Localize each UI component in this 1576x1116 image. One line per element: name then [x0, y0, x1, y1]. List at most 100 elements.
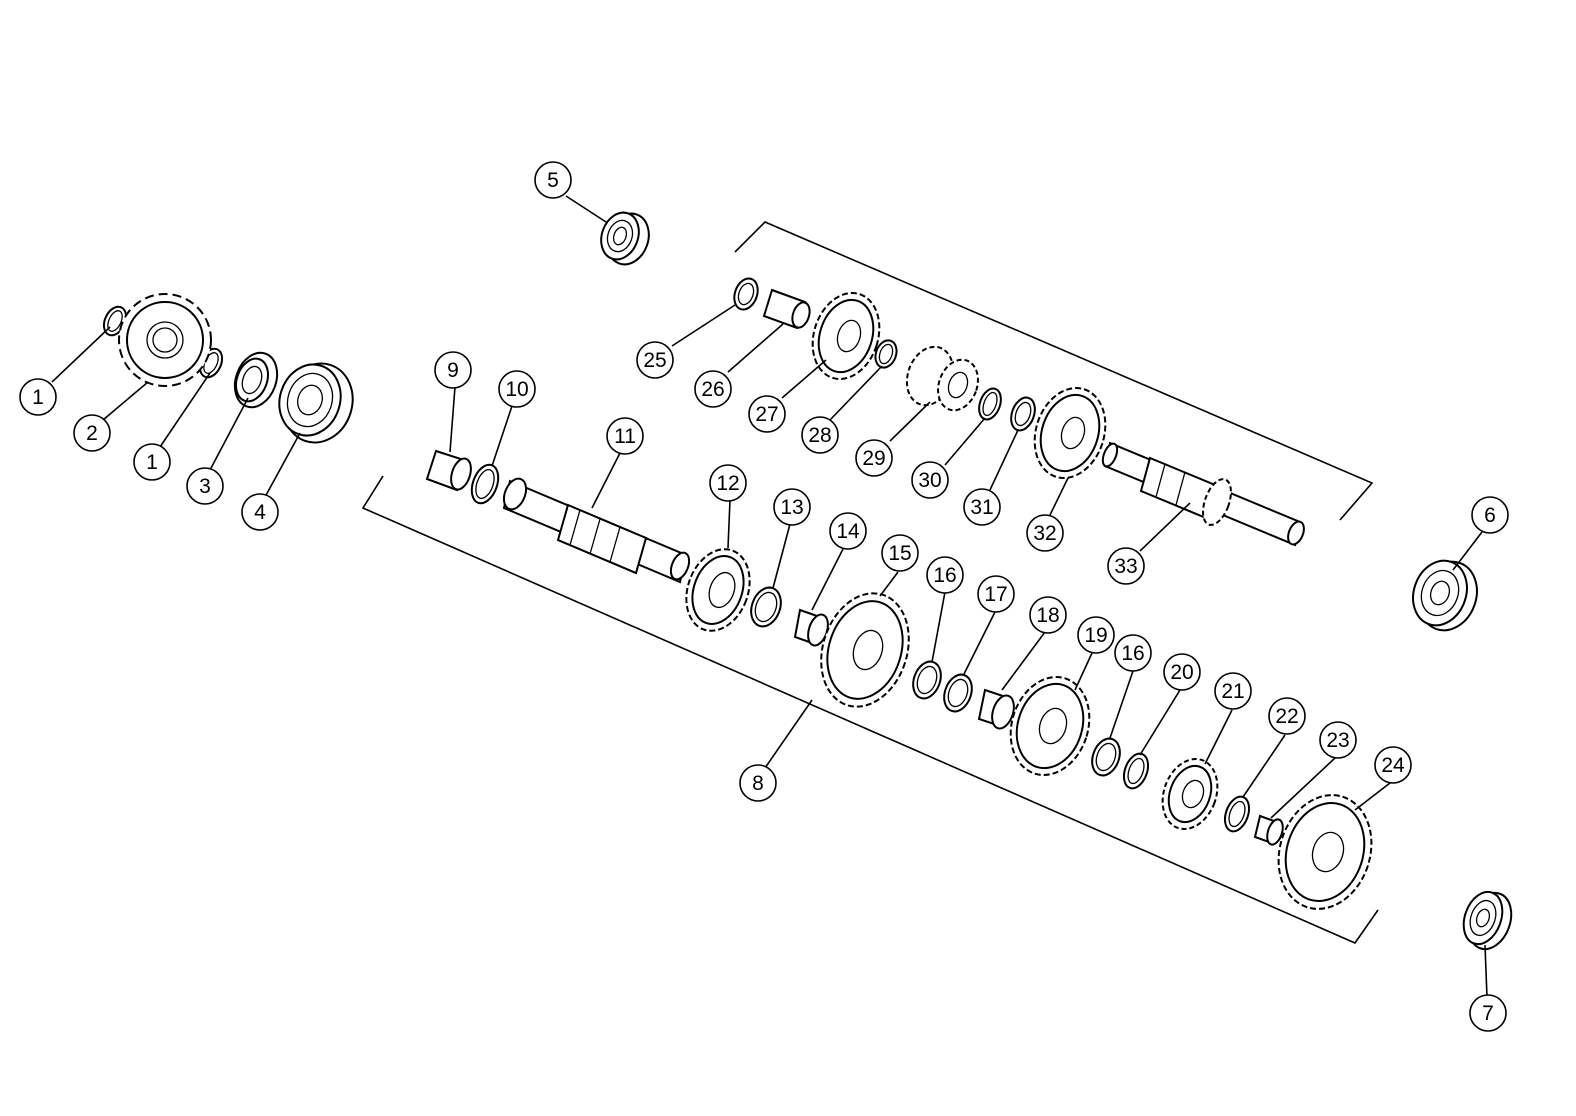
- callout-circle: [773, 488, 811, 526]
- callout-circle: [926, 556, 964, 594]
- circlip-part: [1122, 752, 1150, 790]
- callout-circle: [1319, 721, 1357, 759]
- callout-bubble: 4: [241, 493, 279, 531]
- gear-part: [905, 345, 979, 412]
- callout-label: 13: [780, 496, 803, 519]
- callout-label: 5: [547, 169, 559, 192]
- callout-circle: [977, 575, 1015, 613]
- callout-label: 30: [918, 469, 941, 492]
- callout-bubble: 3: [186, 467, 224, 505]
- callout-circle: [1114, 634, 1152, 672]
- callout-bubble: 11: [606, 417, 644, 455]
- callout-circle: [855, 439, 893, 477]
- gear-part: [1161, 758, 1219, 830]
- callout-bubble: 1: [133, 443, 171, 481]
- callout-circle: [881, 534, 919, 572]
- leader-lines: [51, 195, 1488, 998]
- callout-circle: [963, 488, 1001, 526]
- callout-circle: [186, 467, 224, 505]
- callout-bubble: 28: [801, 416, 839, 454]
- bushing-part: [977, 688, 1015, 730]
- callout-bubble: 20: [1163, 653, 1201, 691]
- callout-bubbles: 1213456789101112131415161718191620212223…: [19, 161, 1509, 1032]
- callout-bubble: 2: [73, 414, 111, 452]
- callout-label: 22: [1275, 705, 1298, 728]
- callout-bubble: 14: [829, 512, 867, 550]
- callout-circle: [1163, 653, 1201, 691]
- group-bracket-upper: [734, 221, 1374, 521]
- bearing-part: [1412, 559, 1478, 632]
- callout-circle: [636, 341, 674, 379]
- gear-part: [811, 292, 881, 380]
- gear-part: [1277, 794, 1373, 910]
- callout-label: 27: [755, 403, 778, 426]
- callout-bubble: 18: [1029, 596, 1067, 634]
- callout-circle: [1077, 616, 1115, 654]
- callout-circle: [241, 493, 279, 531]
- countershaft-part: [1101, 441, 1305, 547]
- circlip-part: [978, 387, 1002, 421]
- callout-label: 25: [643, 349, 666, 372]
- callout-label: 15: [888, 542, 911, 565]
- gear-part: [820, 592, 910, 708]
- callout-circle: [748, 395, 786, 433]
- callout-label: 9: [447, 359, 459, 382]
- group-bracket-lower: [361, 475, 1379, 944]
- callout-bubble: 5: [534, 161, 572, 199]
- callout-label: 16: [933, 564, 956, 587]
- callout-label: 29: [862, 447, 885, 470]
- callout-label: 14: [836, 520, 860, 543]
- callout-bubble: 24: [1374, 746, 1412, 784]
- callout-label: 8: [752, 772, 764, 795]
- callout-bubble: 25: [636, 341, 674, 379]
- oil-seal-part: [233, 351, 279, 409]
- callout-bubble: 29: [855, 439, 893, 477]
- callout-circle: [694, 370, 732, 408]
- callout-circle: [709, 464, 747, 502]
- splined-washer-part: [912, 660, 1121, 777]
- bearing-part: [600, 211, 650, 266]
- bushing-part: [762, 288, 811, 330]
- callout-bubble: 26: [694, 370, 732, 408]
- callout-circle: [19, 378, 57, 416]
- callout-bubble: 19: [1077, 616, 1115, 654]
- callout-label: 20: [1170, 661, 1193, 684]
- callout-label: 2: [86, 422, 98, 445]
- callout-bubble: 13: [773, 488, 811, 526]
- callout-circle: [1374, 746, 1412, 784]
- callout-label: 28: [808, 424, 831, 447]
- washer-part: [1010, 396, 1036, 432]
- callout-bubble: 23: [1319, 721, 1357, 759]
- callout-circle: [739, 764, 777, 802]
- gear-part: [1033, 387, 1107, 479]
- callout-bubble: 32: [1026, 514, 1064, 552]
- callout-circle: [1214, 672, 1252, 710]
- callout-circle: [1107, 547, 1145, 585]
- callout-bubble: 16: [1114, 634, 1152, 672]
- callout-circle: [498, 370, 536, 408]
- callout-bubble: 7: [1469, 994, 1507, 1032]
- washer-part: [1223, 795, 1251, 833]
- callout-bubble: 15: [881, 534, 919, 572]
- callout-label: 7: [1482, 1002, 1494, 1025]
- callout-circle: [801, 416, 839, 454]
- callout-bubble: 6: [1471, 496, 1509, 534]
- callout-circle: [1471, 496, 1509, 534]
- washer-part: [470, 463, 500, 505]
- gear-part: [685, 548, 751, 632]
- callout-label: 10: [505, 378, 528, 401]
- callout-label: 26: [701, 378, 724, 401]
- callout-label: 31: [970, 496, 993, 519]
- callout-label: 19: [1084, 624, 1107, 647]
- callout-label: 33: [1114, 555, 1137, 578]
- callout-label: 18: [1036, 604, 1059, 627]
- callout-bubble: 31: [963, 488, 1001, 526]
- callout-label: 3: [199, 475, 211, 498]
- circlip-part: [943, 673, 973, 713]
- callout-label: 21: [1221, 680, 1244, 703]
- callout-circle: [534, 161, 572, 199]
- callout-circle: [1029, 596, 1067, 634]
- callout-label: 24: [1381, 754, 1405, 777]
- callout-bubble: 27: [748, 395, 786, 433]
